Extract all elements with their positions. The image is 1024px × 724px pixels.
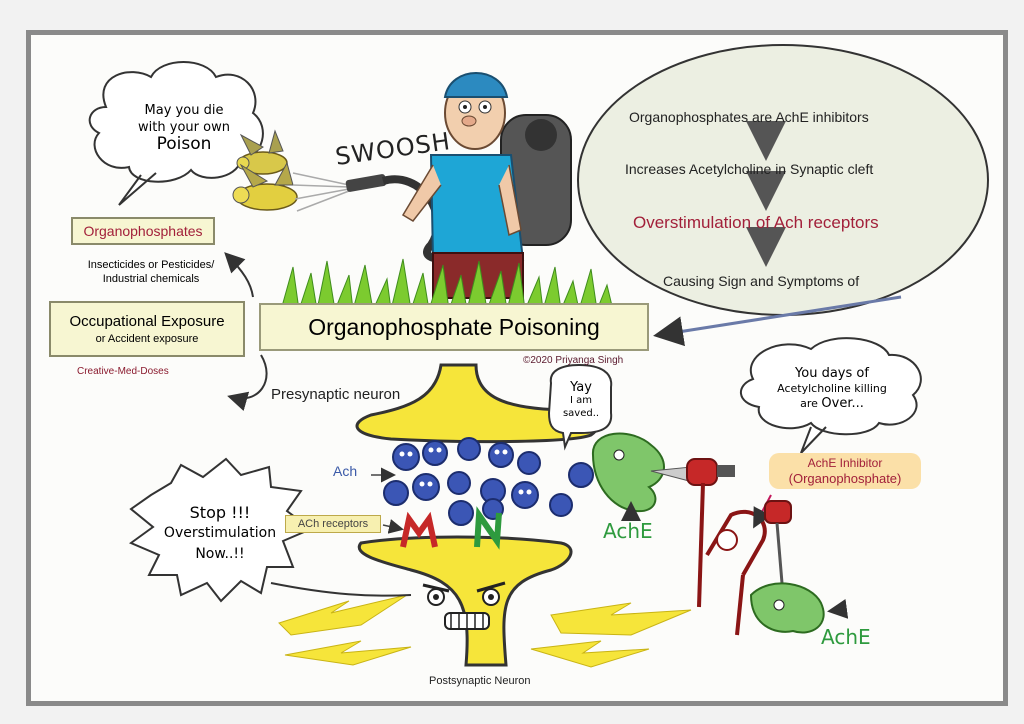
yay-line-1: Yay bbox=[570, 379, 592, 395]
ach-vesicles bbox=[383, 437, 594, 526]
yay-line-3: saved.. bbox=[562, 407, 600, 419]
yay-line-2: I am bbox=[570, 394, 592, 406]
ach-receptors-label: ACh receptors bbox=[297, 518, 369, 530]
stop-line-1: Stop !!! bbox=[189, 502, 251, 522]
inhibitor-box: AchE Inhibitor (Organophosphate) bbox=[769, 453, 921, 489]
over-line-3b: Over... bbox=[821, 395, 864, 411]
inhibitor-line-1: AchE Inhibitor bbox=[807, 456, 883, 470]
ach-receptors-box: ACh receptors bbox=[285, 515, 381, 533]
main-title-box: Organophosphate Poisoning bbox=[259, 303, 649, 351]
ach-label: Ach bbox=[333, 463, 358, 479]
ache-arrow bbox=[827, 598, 849, 619]
oval-step-3: Overstimulation of Ach receptors bbox=[633, 213, 879, 232]
stop-bubble bbox=[128, 457, 313, 603]
over-line-3a: are bbox=[800, 396, 818, 410]
exposure-box: Occupational Exposure or Accident exposu… bbox=[49, 301, 245, 357]
cycle-arrow-top bbox=[224, 252, 254, 298]
poison-bubble-text: May you die with your own Poison bbox=[119, 91, 249, 163]
ache-enzyme-icon bbox=[591, 432, 665, 513]
sources-text: Insecticides or Pesticides/ Industrial c… bbox=[69, 255, 233, 289]
stop-line-2: Overstimulation bbox=[163, 524, 277, 541]
oval-step-4: Causing Sign and Symptoms of bbox=[663, 273, 860, 289]
over-line-3: are Over... bbox=[800, 396, 864, 411]
over-line-2: Acetylcholine killing bbox=[777, 381, 887, 395]
poison-line-3: Poison bbox=[156, 133, 212, 154]
over-bubble-text: You days of Acetylcholine killing are Ov… bbox=[753, 353, 911, 423]
oval-to-title-arrow bbox=[653, 295, 902, 347]
presynaptic-neuron-icon bbox=[355, 363, 599, 444]
ache-label-2: AchE bbox=[821, 625, 871, 649]
sources-line-2: Industrial chemicals bbox=[102, 273, 200, 285]
exposure-title: Occupational Exposure bbox=[69, 313, 225, 330]
oval-step-1: Organophosphates are AchE inhibitors bbox=[629, 109, 869, 125]
presynaptic-label: Presynaptic neuron bbox=[271, 386, 401, 403]
insect-icon bbox=[232, 161, 298, 211]
stop-line-3: Now..!! bbox=[195, 545, 245, 562]
lightning-icon bbox=[278, 594, 692, 668]
insect-icon bbox=[236, 129, 288, 175]
poison-line-2: with your own bbox=[138, 119, 230, 135]
stop-bubble-tail bbox=[270, 582, 412, 597]
over-line-1: You days of bbox=[795, 365, 869, 381]
knife-icon bbox=[764, 500, 792, 596]
receptor-n-icon bbox=[474, 506, 502, 550]
postsynaptic-neuron-icon bbox=[357, 535, 573, 667]
poison-line-1: May you die bbox=[144, 102, 224, 118]
ache-enzyme-icon bbox=[749, 582, 825, 634]
organophosphates-box: Organophosphates bbox=[71, 217, 215, 245]
organophosphates-label: Organophosphates bbox=[83, 223, 203, 239]
ache-label-1: AchE bbox=[603, 519, 653, 543]
oval-step-2: Increases Acetylcholine in Synaptic clef… bbox=[625, 161, 874, 177]
inhibitor-line-2: (Organophosphate) bbox=[788, 471, 902, 486]
vesicle-faces bbox=[399, 447, 532, 495]
sources-line-1: Insecticides or Pesticides/ bbox=[87, 259, 215, 271]
farmer-sprayer-icon bbox=[401, 72, 572, 299]
diagram-frame: May you die with your own Poison SWOOSH … bbox=[26, 30, 1008, 706]
inhibitor-arrow bbox=[753, 494, 772, 529]
credit-text: Creative-Med-Doses bbox=[77, 366, 169, 377]
knife-icon bbox=[650, 458, 735, 486]
yay-bubble bbox=[547, 363, 613, 451]
copyright-text: ©2020 Priyanga Singh bbox=[523, 355, 624, 366]
main-title: Organophosphate Poisoning bbox=[308, 313, 600, 340]
illustration bbox=[88, 44, 989, 668]
cycle-arrow-bottom bbox=[227, 354, 268, 411]
stop-bubble-text: Stop !!! Overstimulation Now..!! bbox=[141, 487, 299, 579]
receptors-arrow bbox=[382, 519, 404, 534]
yay-bubble-text: Yay I am saved.. bbox=[553, 371, 609, 429]
postsynaptic-label: Postsynaptic Neuron bbox=[429, 675, 531, 687]
spray-lines bbox=[292, 172, 350, 212]
exposure-subtitle: or Accident exposure bbox=[95, 333, 199, 345]
receptor-m-icon bbox=[400, 511, 438, 548]
